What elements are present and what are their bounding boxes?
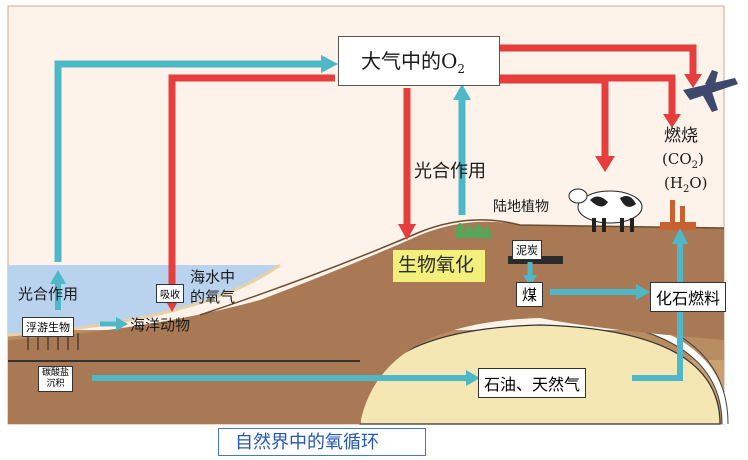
combustion-label: 燃烧 [664, 126, 698, 146]
carbonate-line1: 碳酸盐 [42, 368, 70, 378]
marine-animals-label: 海洋动物 [130, 316, 191, 334]
seawater-o2-line2: 的氧气 [190, 288, 236, 306]
h2o-label: (H2O) [664, 174, 708, 195]
atmosphere-o2-text: 大气中的O [361, 49, 458, 73]
coal-seam [508, 256, 563, 264]
plant-tuft [455, 223, 491, 238]
bio-oxidation-label: 生物氧化 [398, 254, 475, 276]
oil-gas-box: 石油、天然气 [478, 368, 587, 398]
seawater-o2-line1: 海水中 [190, 268, 236, 286]
sea [8, 265, 280, 335]
co2-label: (CO2) [662, 150, 704, 171]
co2-sub: 2 [691, 160, 699, 171]
land-hill [8, 221, 724, 424]
land-plants-label: 陆地植物 [493, 199, 549, 215]
coal-box: 煤 [516, 282, 544, 307]
peat-box: 泥炭 [512, 240, 542, 260]
carbonate-box: 碳酸盐 沉积 [38, 366, 74, 392]
airplane-icon [683, 70, 738, 112]
caption-text: 自然界中的氧循环 [235, 432, 379, 453]
photosynthesis-land-label: 光合作用 [414, 161, 486, 182]
absorb-tag: 吸收 [156, 284, 184, 303]
atmosphere-o2-label: 大气中的O2 [361, 51, 465, 75]
carbonate-line2: 沉积 [46, 379, 65, 389]
cow-icon [568, 188, 643, 232]
photosynthesis-sea-label: 光合作用 [18, 285, 79, 303]
h2o-tail: O [689, 174, 702, 192]
atmosphere-o2-box: 大气中的O2 [338, 36, 500, 86]
plankton-box: 浮游生物 [22, 317, 74, 337]
fossil-fuels-box: 化石燃料 [650, 282, 727, 312]
bio-oxidation-highlight [393, 250, 485, 282]
h2o-text: H [669, 174, 683, 192]
caption-box: 自然界中的氧循环 [218, 428, 426, 456]
atmosphere-o2-sub: 2 [457, 62, 466, 76]
h2o-sub: 2 [682, 184, 690, 195]
co2-text: CO [667, 150, 692, 168]
factory-icon [660, 200, 696, 230]
